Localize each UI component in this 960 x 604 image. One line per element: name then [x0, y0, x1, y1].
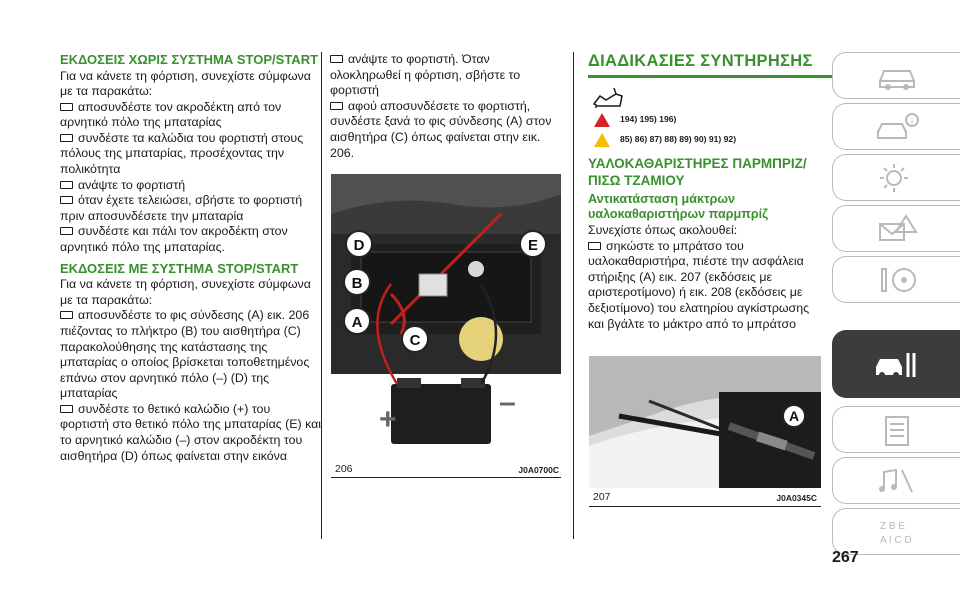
bullet-box-icon [588, 241, 601, 250]
callout-c: C [410, 332, 421, 349]
bullet-box-icon [60, 227, 73, 236]
callout-b: B [352, 275, 363, 292]
page-number: 267 [832, 549, 859, 566]
nav-tab-dashboard[interactable] [832, 52, 960, 99]
bullet-box-icon [330, 101, 343, 110]
figure-code: J0A0700C [518, 465, 559, 475]
list-document-icon [884, 415, 909, 446]
caution-triangle-icon [594, 133, 610, 147]
intro-text: Για να κάνετε τη φόρτιση, συνεχίστε σύμφ… [60, 277, 311, 307]
bullet-box-icon [330, 55, 343, 63]
media-music-icon [878, 468, 913, 492]
bullet-box-icon [60, 180, 73, 189]
steering-wheel-icon [880, 267, 916, 292]
column-left: ΕΚΔΟΣΕΙΣ ΧΩΡΙΣ ΣΥΣΤΗΜΑ STOP/START Για να… [60, 52, 322, 464]
figure-number: 206 [335, 463, 353, 475]
nav-tab-car-info[interactable]: i [832, 103, 960, 150]
svg-text:A I C D: A I C D [880, 535, 912, 546]
callout-e: E [528, 237, 538, 254]
svg-text:Z B E: Z B E [880, 521, 905, 532]
heading-with-stop-start: ΕΚΔΟΣΕΙΣ ΜΕ ΣΥΣΤΗΜΑ STOP/START [60, 260, 299, 276]
bullet-box-icon [60, 404, 73, 413]
battery-charging-illustration: D E B A C + – [331, 174, 561, 462]
intro-text: Για να κάνετε τη φόρτιση, συνεχίστε σύμφ… [60, 68, 311, 99]
list-item: αποσυνδέστε τον ακροδέκτη από τον αρνητι… [60, 99, 282, 130]
svg-text:i: i [911, 116, 913, 126]
envelope-warning-icon [878, 213, 918, 241]
warning-refs-yellow: 85) 86) 87) 88) 89) 90) 91) 92) [594, 130, 824, 150]
nav-tab-technical-data[interactable] [832, 406, 960, 453]
callout-d: D [354, 237, 365, 254]
column-divider [573, 52, 574, 539]
list-item: συνδέστε τα καλώδια του φορτιστή στους π… [60, 130, 304, 177]
figure-code: J0A0345C [776, 493, 817, 503]
figure-207: A 207 J0A0345C [589, 356, 821, 508]
nav-tab-index[interactable]: Z B E A I C D [832, 508, 960, 555]
list-item: όταν έχετε τελειώσει, σβήστε το φορτιστή… [60, 193, 303, 223]
alphabet-index-icon: Z B E A I C D [880, 521, 912, 546]
bullet-box-icon [60, 133, 73, 142]
nav-tab-warnings[interactable] [832, 205, 960, 252]
bullet-box-icon [60, 311, 73, 320]
list-item: αποσυνδέστε το φις σύνδεσης (A) εικ. 206… [60, 308, 310, 401]
list-item: αφού αποσυνδέσετε το φορτιστή, συνδέστε … [330, 98, 552, 160]
car-dashboard-icon [878, 69, 915, 90]
plus-sign-label: + [379, 403, 397, 436]
wiper-arm-illustration: A [589, 356, 821, 488]
nav-tab-lights[interactable] [832, 154, 960, 201]
heading-without-stop-start: ΕΚΔΟΣΕΙΣ ΧΩΡΙΣ ΣΥΣΤΗΜΑ STOP/START [60, 52, 319, 67]
minus-sign-label: – [499, 386, 516, 419]
list-item: συνδέστε το θετικό καλώδιο (+) του φορτι… [60, 401, 322, 463]
list-item: σηκώστε το μπράτσο του υαλοκαθαριστήρα, … [588, 238, 810, 331]
car-info-icon: i [876, 112, 919, 139]
nav-tab-driving[interactable] [832, 256, 960, 303]
bullet-box-icon [60, 196, 73, 205]
oil-can-icon [592, 86, 824, 108]
figure-206: D E B A C + – 206 J0A0700C [331, 174, 561, 479]
warning-refs-red: 194) 195) 196) [594, 110, 824, 130]
callout-a: A [352, 314, 363, 331]
column-middle: ανάψτε το φορτιστή. Όταν ολοκληρωθεί η φ… [330, 52, 562, 161]
list-item: ανάψτε το φορτιστή. Όταν ολοκληρωθεί η φ… [330, 52, 521, 98]
callout-a: A [789, 408, 799, 424]
heading-wipers: ΥΑΛΟΚΑΘΑΡΙΣΤΗΡΕΣ ΠΑΡΜΠΡΙΖ/ΠΙΣΩ ΤΖΑΜΙΟΥ [588, 156, 807, 188]
title-underline [588, 75, 832, 78]
nav-tab-multimedia[interactable] [832, 457, 960, 504]
light-sun-icon [879, 163, 908, 192]
list-item: ανάψτε το φορτιστή [60, 178, 322, 194]
danger-triangle-icon [594, 113, 610, 127]
column-right: ΔΙΑΔΙΚΑΣΙΕΣ ΣΥΝΤΗΡΗΣΗΣ 194) 195) 196) 85… [588, 52, 832, 332]
column-divider [321, 52, 322, 539]
bullet-box-icon [60, 102, 73, 111]
intro-text: Συνεχίστε όπως ακολουθεί: [588, 223, 738, 237]
section-title: ΔΙΑΔΙΚΑΣΙΕΣ ΣΥΝΤΗΡΗΣΗΣ [588, 52, 813, 70]
figure-number: 207 [593, 491, 611, 503]
car-wrench-icon [875, 353, 915, 378]
nav-tab-maintenance[interactable] [832, 330, 960, 398]
list-item: συνδέστε και πάλι τον ακροδέκτη στον αρν… [60, 224, 288, 255]
subheading-wiper-blades: Αντικατάσταση μάκτρων υαλοκαθαριστήρων π… [588, 192, 768, 221]
